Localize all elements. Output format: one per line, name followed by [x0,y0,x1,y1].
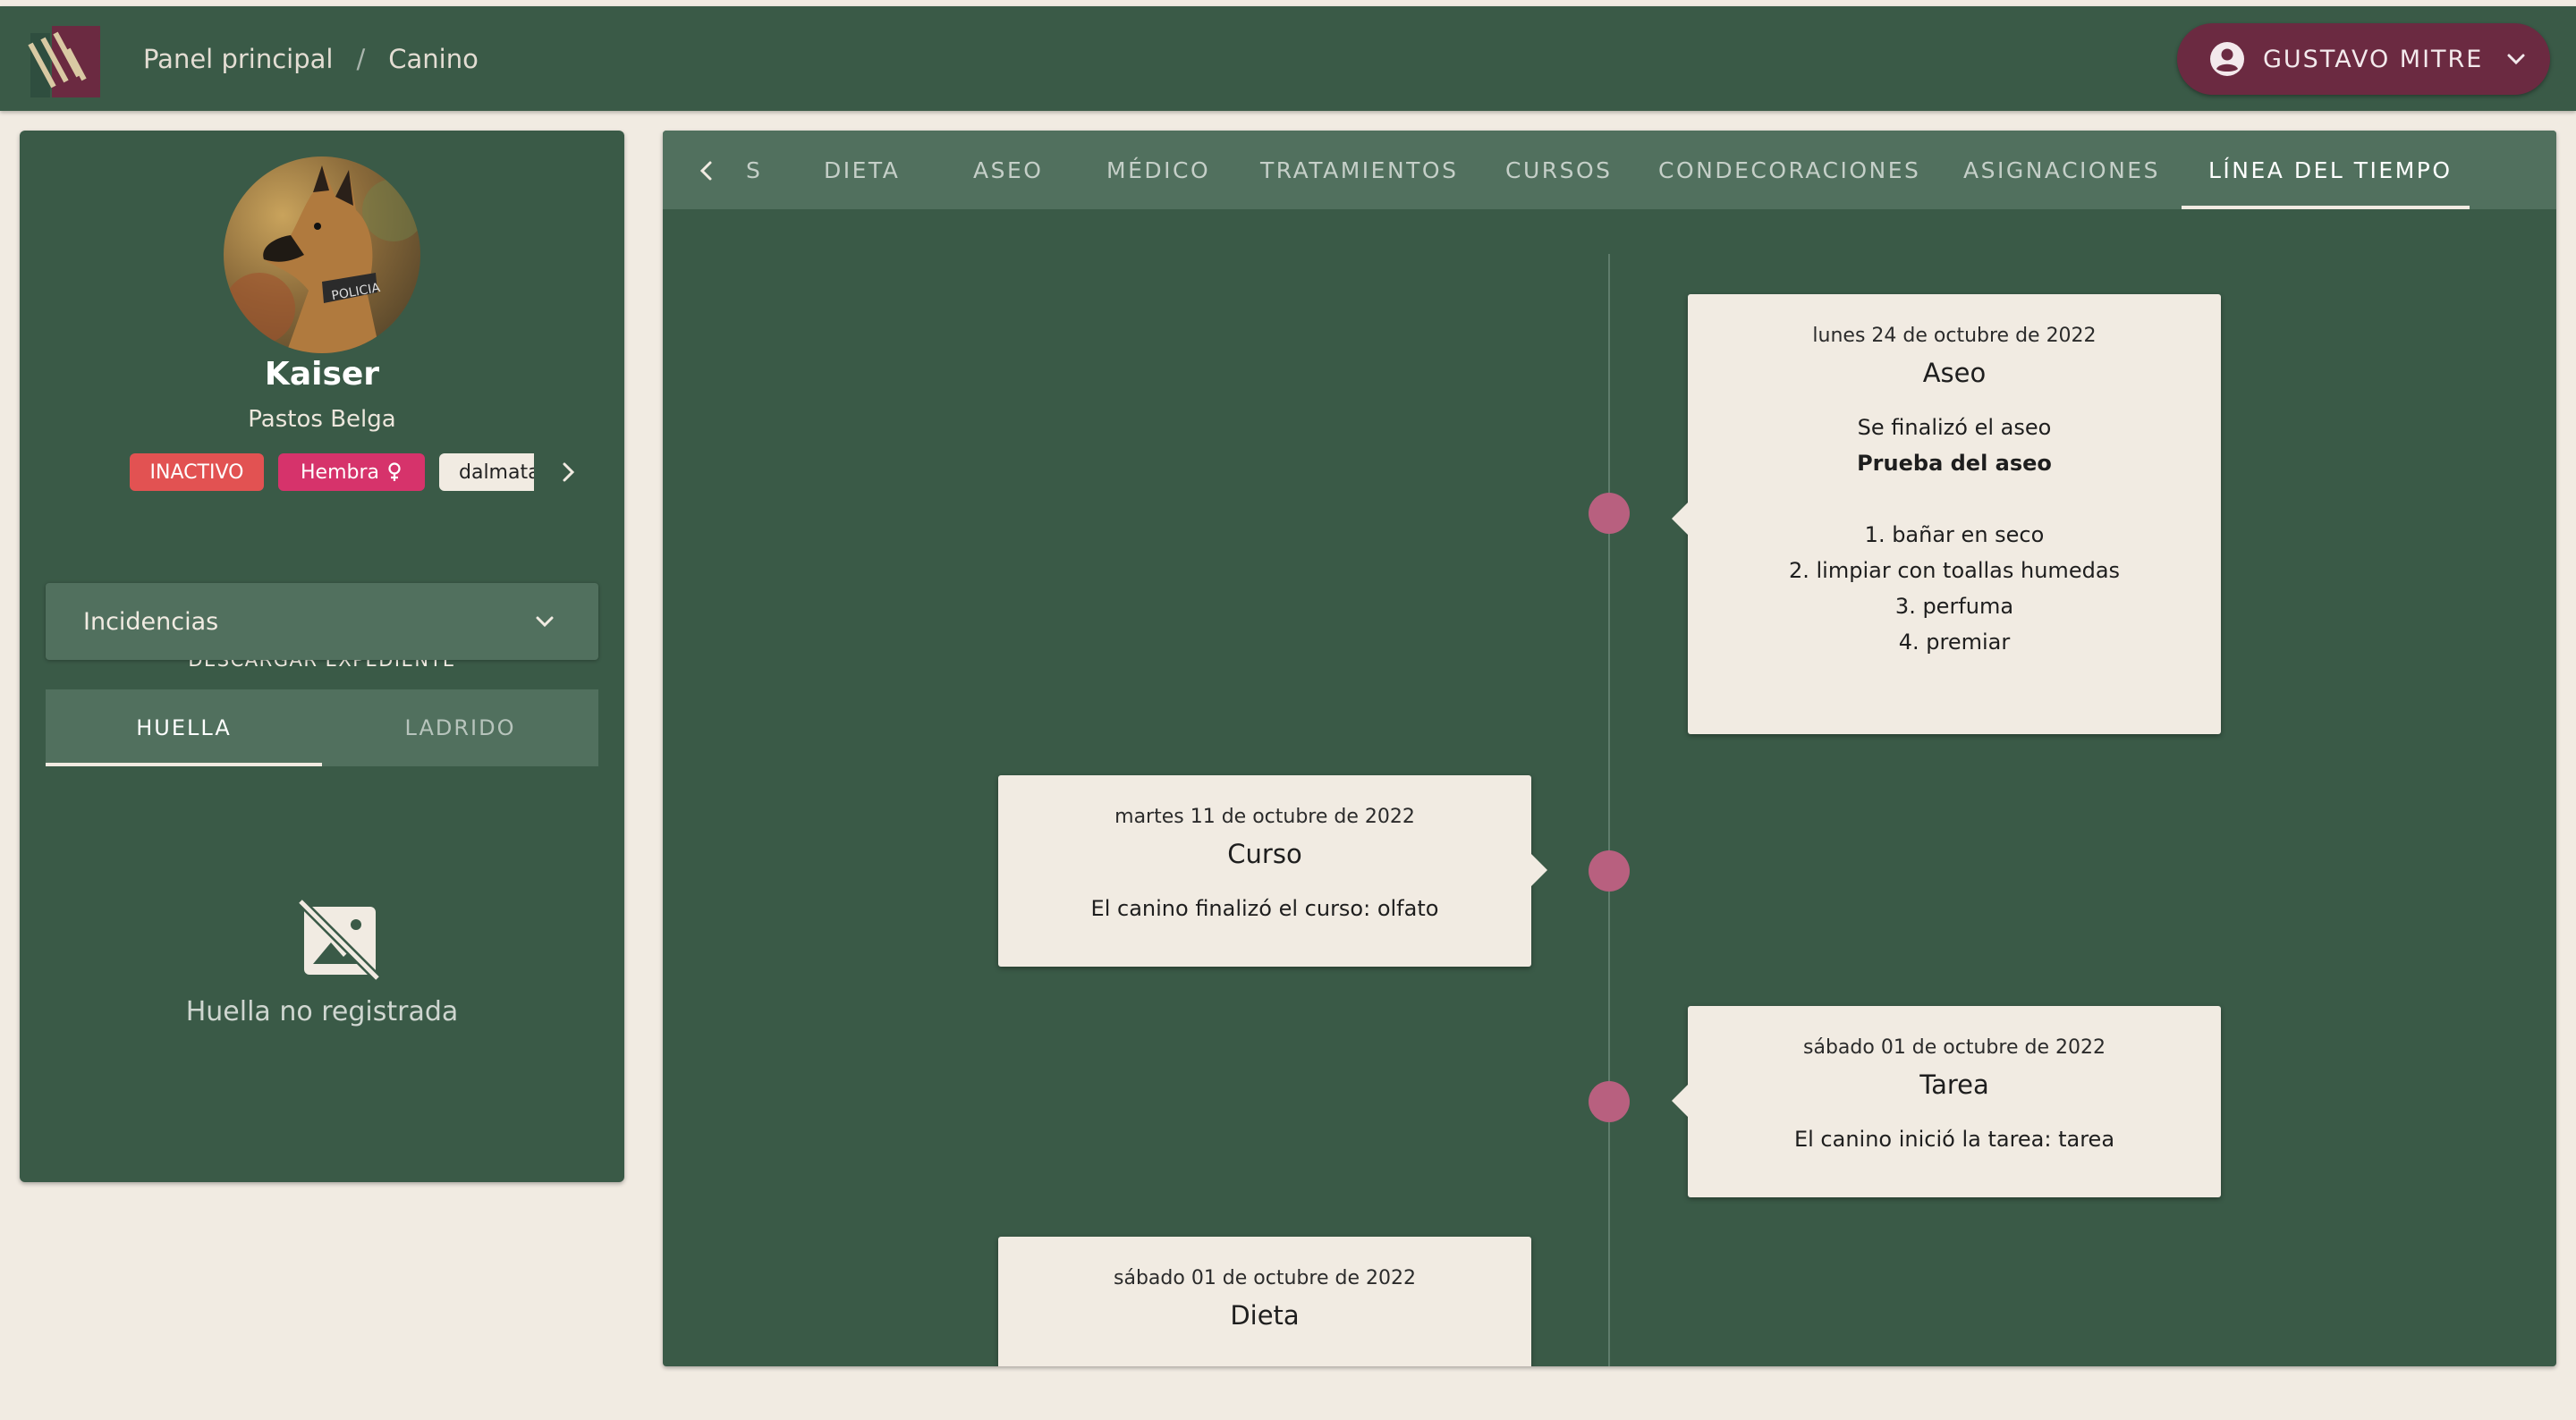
tab-condecoraciones[interactable]: CONDECORACIONES [1658,156,1921,183]
timeline-dot [1589,850,1630,892]
event-step: 3. perfuma [1894,594,2014,619]
tab-cursos[interactable]: CURSOS [1505,156,1613,183]
profile-panel: POLICIA Kaiser Pastos Belga INACTIVO Hem… [20,131,624,1182]
sex-chip-label: Hembra [301,461,379,484]
dog-avatar: POLICIA [224,156,420,353]
chevron-down-icon [2507,54,2525,65]
incidents-label: Incidencias [83,607,219,636]
tab-linea-del-tiempo[interactable]: LÍNEA DEL TIEMPO [2208,156,2453,183]
user-name: GUSTAVO MITRE [2263,45,2484,73]
event-date: martes 11 de octubre de 2022 [1114,806,1415,828]
timeline-dot [1589,1081,1630,1122]
user-menu-button[interactable]: GUSTAVO MITRE [2177,23,2550,95]
tab-tratamientos[interactable]: TRATAMIENTOS [1260,156,1459,183]
breadcrumb-current: Canino [388,43,479,74]
dog-name: Kaiser [264,356,380,393]
timeline-dot [1589,493,1630,534]
female-icon [388,462,401,481]
image-not-supported-icon [299,900,383,984]
event-date: sábado 01 de octubre de 2022 [1803,1036,2106,1059]
chip-list: INACTIVO Hembra dalmata [130,452,534,492]
tab-s[interactable]: S [746,156,763,183]
event-step: 2. limpiar con toallas humedas [1788,558,2121,583]
timeline-card: lunes 24 de octubre de 2022 Aseo Se fina… [1672,294,2221,734]
account-circle-icon [2210,42,2244,76]
event-date: lunes 24 de octubre de 2022 [1812,325,2097,347]
sex-chip: Hembra [278,453,425,491]
color-chip-label: dalmata [459,461,534,484]
color-chip: dalmata [439,453,534,491]
event-text: El canino inició la tarea: tarea [1793,1127,2115,1152]
incidents-dropdown[interactable]: Incidencias [46,583,598,660]
timeline-line [1608,254,1610,1366]
app-logo[interactable] [27,24,102,99]
tab-dieta[interactable]: DIETA [824,156,901,183]
status-chip: INACTIVO [130,453,264,491]
dog-breed: Pastos Belga [248,406,396,433]
event-title: Tarea [1919,1069,1989,1100]
breadcrumb: Panel principal / Canino [143,6,479,111]
event-step: 4. premiar [1898,630,2011,655]
chevron-right-icon[interactable] [553,457,583,487]
active-tab-indicator [2182,206,2470,209]
app-bar: Panel principal / Canino GUSTAVO MITRE [0,6,2576,111]
tab-huella[interactable]: HUELLA [46,689,322,766]
breadcrumb-home-link[interactable]: Panel principal [143,43,334,74]
no-print-message: Huella no registrada [185,996,459,1027]
chevron-left-icon[interactable] [691,156,722,186]
timeline-card: sábado 01 de octubre de 2022 Dieta [998,1237,1531,1366]
detail-panel: S DIETA ASEO MÉDICO TRATAMIENTOS CURSOS … [663,131,2556,1366]
print-bark-tabs: HUELLA LADRIDO [46,689,598,766]
event-title: Aseo [1922,358,1987,388]
tab-asignaciones[interactable]: ASIGNACIONES [1963,156,2160,183]
event-subject: Prueba del aseo [1857,451,2052,476]
event-title: Curso [1227,839,1302,869]
event-body: Se finalizó el aseo Prueba del aseo 1. b… [1688,410,2221,660]
timeline-card: sábado 01 de octubre de 2022 Tarea El ca… [1672,1006,2221,1197]
tab-aseo[interactable]: ASEO [973,156,1044,183]
event-step: 1. bañar en seco [1864,522,2045,547]
event-title: Dieta [1230,1300,1300,1331]
event-date: sábado 01 de octubre de 2022 [1114,1267,1416,1289]
timeline-card: martes 11 de octubre de 2022 Curso El ca… [998,775,1547,967]
event-text: El canino finalizó el curso: olfato [1090,896,1439,921]
tab-ladrido[interactable]: LADRIDO [404,715,516,740]
status-chip-label: INACTIVO [149,461,244,484]
chevron-down-icon [536,616,554,628]
event-text: Se finalizó el aseo [1857,415,2052,440]
tab-medico[interactable]: MÉDICO [1106,156,1211,183]
breadcrumb-separator: / [356,43,366,74]
tab-bar: S DIETA ASEO MÉDICO TRATAMIENTOS CURSOS … [663,131,2556,209]
